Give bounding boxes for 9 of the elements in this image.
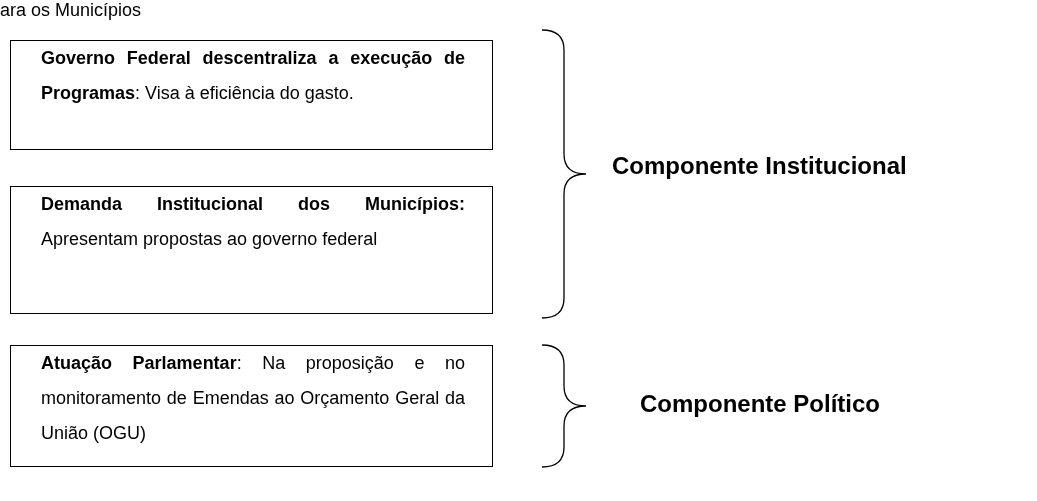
text-box xyxy=(10,186,493,314)
text-box xyxy=(10,40,493,150)
heading-fragment: ara os Municípios xyxy=(0,0,142,21)
component-label: Componente Institucional xyxy=(612,152,907,180)
text-box xyxy=(10,345,493,467)
component-label: Componente Político xyxy=(640,390,880,418)
box-text: Demanda Institucional dos Municípios: Apresentam propostas ao governo federal xyxy=(41,193,465,251)
box-text: Governo Federal descentraliza a execução de Programas: Visa à eficiência do gasto. xyxy=(41,47,465,105)
box-text: Atuação Parlamentar: Na proposição e no monitoramento de Emendas ao Orçamento Geral da União (OGU) xyxy=(41,352,465,445)
